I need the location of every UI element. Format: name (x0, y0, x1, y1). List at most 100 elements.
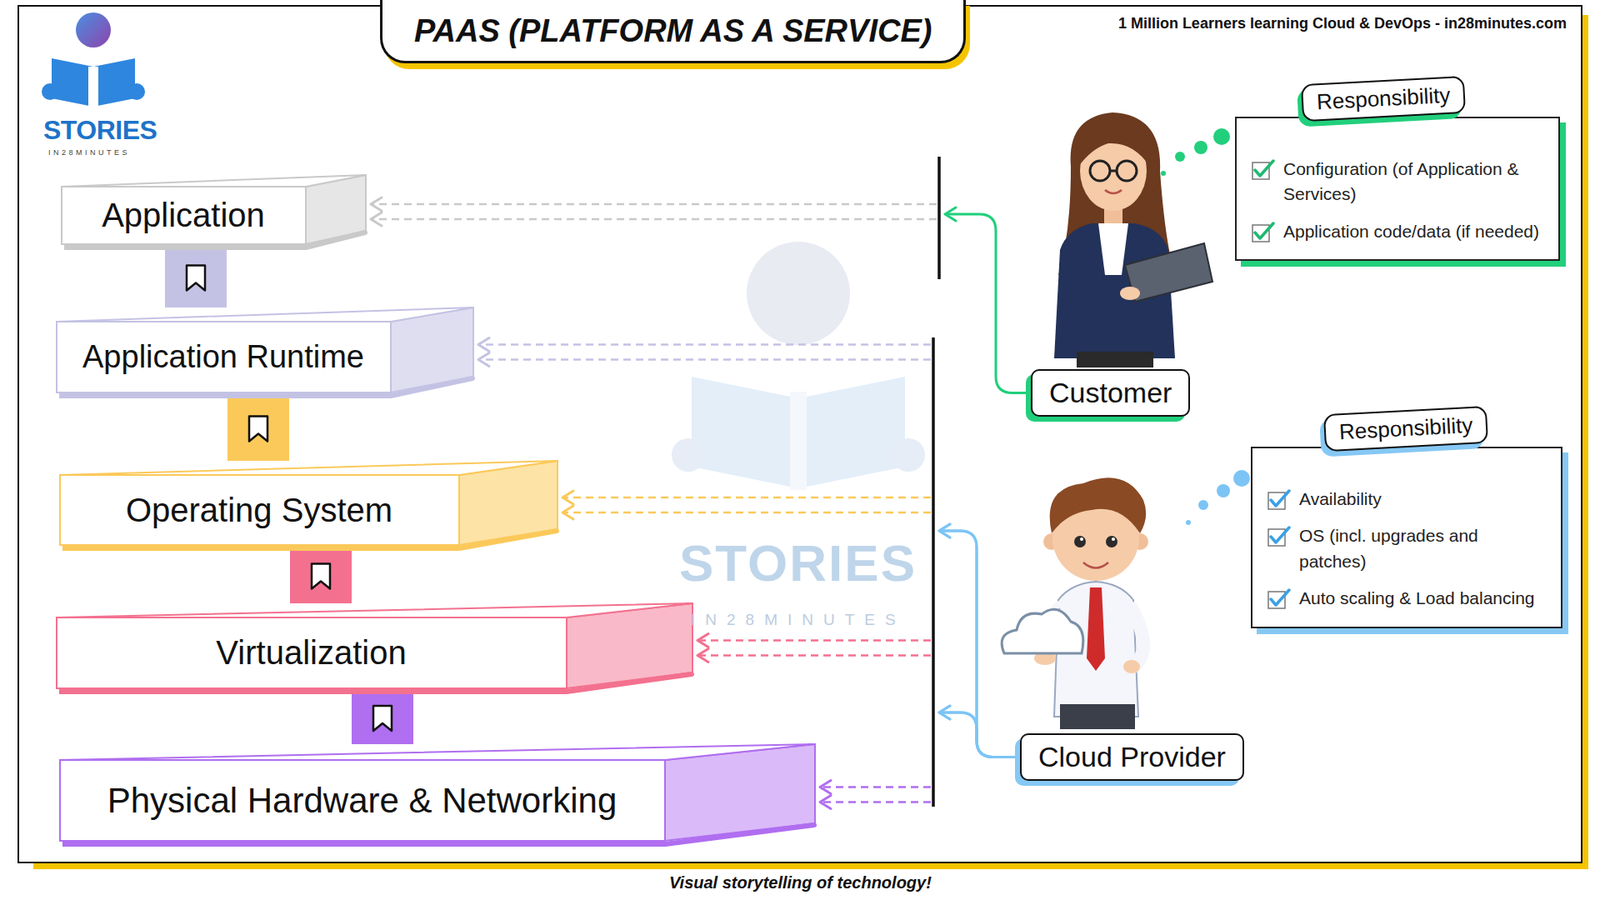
connector-bar (165, 248, 227, 308)
layer-top (56, 603, 693, 618)
check-mark (1270, 590, 1290, 605)
layer-front (60, 760, 665, 841)
layer-box: Operating System (59, 459, 560, 551)
title-box: PAAS (PLATFORM AS A SERVICE) (380, 0, 966, 64)
title-text: PAAS (PLATFORM AS A SERVICE) (414, 13, 932, 49)
responsibility-text: Availability (1299, 486, 1382, 512)
layer-top (60, 460, 558, 475)
bookmark-icon (186, 265, 205, 291)
layer-box: Virtualization (55, 601, 695, 695)
name-box: Cloud Provider (1020, 733, 1245, 781)
responsibility-bar (931, 337, 935, 807)
bookmark-icon (373, 705, 392, 731)
bookmark-icon (311, 564, 330, 590)
arrowhead (370, 212, 382, 226)
layer-face: Physical Hardware & Networking (59, 760, 665, 841)
heading-tab: Responsibility (1300, 75, 1466, 122)
check-mark (1255, 160, 1274, 176)
layer-edge (566, 674, 692, 692)
watermark-subword: IN28MINUTES (690, 610, 906, 630)
layer-front (56, 617, 567, 689)
name-label: Cloud Provider (1038, 740, 1226, 773)
arrowhead (478, 353, 490, 367)
responsibility-text: Application code/data (if needed) (1283, 219, 1540, 245)
connector (697, 634, 1020, 758)
dashed-line (699, 654, 931, 657)
layer-edge (62, 545, 460, 551)
dashed-line (699, 639, 931, 642)
layer-edge (305, 232, 365, 248)
caption: Visual storytelling of technology! (669, 873, 932, 893)
layer-front (60, 475, 460, 545)
responsibility-item: Application code/data (if needed) (1250, 219, 1547, 245)
dashed-line (480, 343, 931, 346)
layer-box: Physical Hardware & Networking (59, 742, 817, 847)
check-icon (1250, 219, 1275, 245)
dashed-line (372, 218, 937, 221)
connector-line (940, 712, 1020, 758)
arrowhead (562, 505, 574, 520)
arrowhead (697, 649, 709, 663)
arrowhead (478, 338, 490, 352)
watermark-word: STORIES (679, 533, 917, 593)
responsibility-box: ResponsibilityAvailabilityOS (incl. upgr… (1250, 446, 1563, 629)
connector (165, 248, 227, 308)
responsibility-item: OS (incl. upgrades and patches) (1265, 523, 1550, 575)
layer-label: Application Runtime (82, 339, 365, 375)
check-mark (1270, 527, 1290, 543)
layer-edge (62, 841, 665, 847)
layer-face: Operating System (59, 475, 460, 545)
watermark-icon (671, 241, 925, 490)
connector (351, 692, 414, 745)
arrowhead (820, 795, 831, 810)
connector (370, 197, 1031, 394)
responsibility-box: ResponsibilityConfiguration (of Applicat… (1235, 116, 1560, 261)
arrowhead (939, 524, 950, 538)
provider-figure (1001, 477, 1149, 730)
connector-bar (290, 549, 352, 604)
layer-edge (59, 393, 391, 399)
connector-line (940, 530, 1020, 758)
responsibility-item: Configuration (of Application & Services… (1250, 156, 1547, 208)
connector-bar (227, 396, 290, 461)
check-icon (1265, 486, 1291, 512)
check-mark (1270, 490, 1290, 506)
responsibility-item: Auto scaling & Load balancing (1265, 585, 1550, 611)
responsibility-text: Configuration (of Application & Services… (1283, 156, 1547, 208)
responsibility-item: Availability (1265, 486, 1550, 512)
connector (478, 338, 1020, 758)
connector (820, 705, 1020, 810)
arrowhead (370, 197, 382, 211)
layer-edge (665, 825, 815, 845)
layer-front (56, 321, 391, 393)
heading-text: Responsibility (1315, 82, 1451, 115)
layer-box: Application Runtime (55, 305, 475, 399)
logo-word: STORIES (43, 115, 157, 146)
layer-edge (390, 378, 473, 396)
layer-label: Physical Hardware & Networking (107, 780, 618, 821)
thought-dots (1185, 470, 1250, 525)
arrowhead (939, 705, 950, 720)
logo-subword: IN28MINUTES (48, 148, 130, 157)
arrowhead (697, 634, 709, 648)
dashed-line (821, 785, 931, 789)
check-icon (1265, 523, 1291, 549)
arrowhead (945, 207, 956, 221)
frame (18, 5, 1582, 863)
layer-label: Operating System (125, 491, 393, 530)
heading-text: Responsibility (1338, 412, 1474, 445)
customer-figure (1054, 112, 1213, 368)
dashed-line (564, 511, 931, 515)
logo-icon (41, 12, 145, 109)
heading-tab: Responsibility (1323, 405, 1489, 452)
layer-front (61, 186, 306, 245)
dashed-line (480, 358, 931, 361)
tagline: 1 Million Learners learning Cloud & DevO… (1118, 15, 1567, 33)
dashed-line (564, 496, 931, 500)
connector-line (940, 712, 1020, 758)
layer-label: Virtualization (215, 634, 406, 672)
connector (227, 396, 290, 461)
arrowhead (562, 490, 574, 505)
name-box: Customer (1030, 369, 1190, 417)
